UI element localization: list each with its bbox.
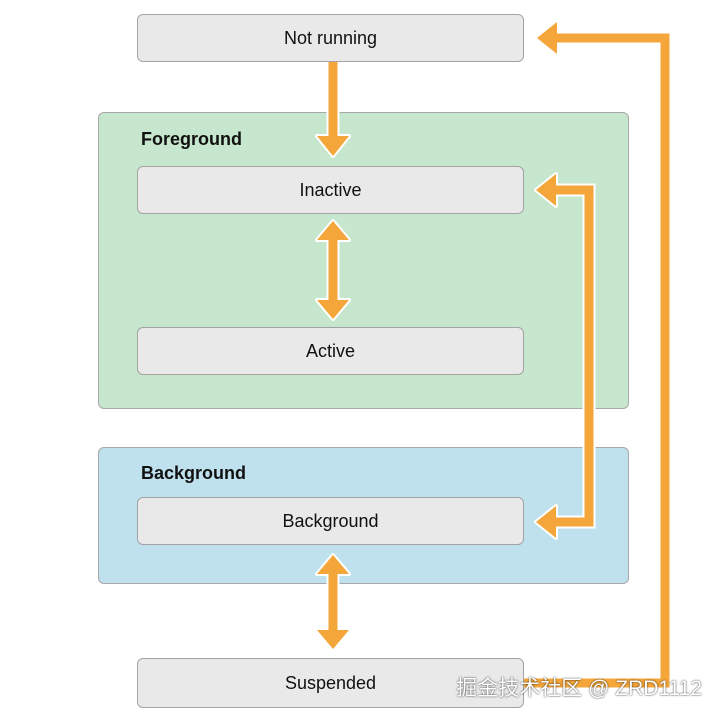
- background-group-title: Background: [141, 463, 247, 483]
- state-suspended: Suspended: [137, 658, 524, 708]
- foreground-group-title: Foreground: [141, 129, 242, 149]
- watermark-text: 掘金技术社区 @ ZRD1112: [456, 677, 702, 700]
- state-background: Background: [137, 497, 524, 545]
- state-inactive: Inactive: [137, 166, 524, 214]
- state-active: Active: [137, 327, 524, 375]
- state-not-running: Not running: [137, 14, 524, 62]
